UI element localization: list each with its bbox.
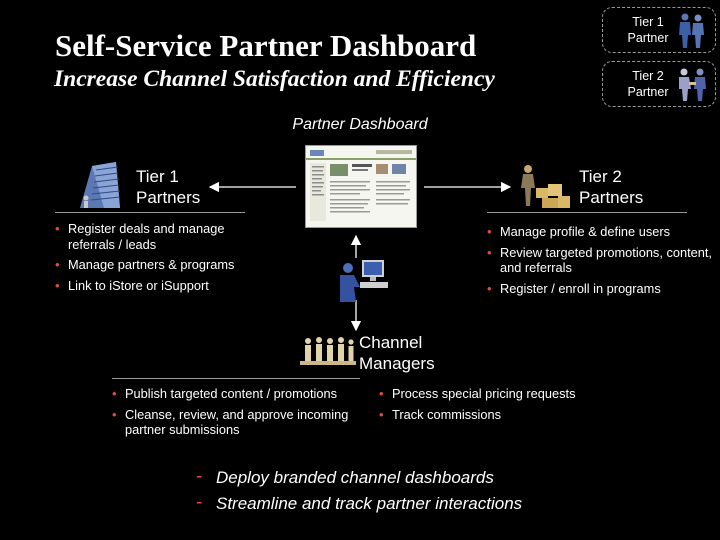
channel-divider [112, 378, 360, 379]
tier2-partners-label: Tier 2 Partners [579, 166, 643, 208]
list-item: Process special pricing requests [379, 386, 619, 402]
list-item: Publish targeted content / promotions [112, 386, 372, 402]
list-item: Cleanse, review, and approve incoming pa… [112, 407, 372, 438]
legend-tier2-line2: Partner [627, 85, 669, 99]
list-item: Streamline and track partner interaction… [196, 490, 616, 517]
tier1-line2: Partners [136, 188, 201, 207]
computer-user-icon [340, 260, 388, 302]
tier1-partners-label: Tier 1 Partners [136, 166, 200, 208]
legend-tier1-line2: Partner [627, 31, 669, 45]
list-item: Register deals and manage referrals / le… [55, 221, 270, 252]
tier2-bullet-list: Manage profile & define users Review tar… [487, 224, 712, 301]
list-item: Manage partners & programs [55, 257, 270, 273]
list-item: Register / enroll in programs [487, 281, 712, 297]
office-building-icon [80, 162, 121, 208]
list-item: Track commissions [379, 407, 619, 423]
partner-dashboard-label: Partner Dashboard [292, 116, 428, 133]
list-item: Link to iStore or iSupport [55, 278, 270, 294]
dashboard-preview-image [306, 146, 416, 227]
tier2-line1: Tier 2 [579, 167, 622, 186]
channel-bullet-list-left: Publish targeted content / promotions Cl… [112, 386, 372, 443]
team-people-icon [300, 337, 356, 365]
list-item: Review targeted promotions, content, and… [487, 245, 712, 276]
business-people-icon [679, 13, 704, 48]
dashboard-thumbnail [305, 145, 417, 228]
tier1-divider [55, 212, 245, 213]
legend-tier1-partner: Tier 1 Partner [602, 7, 716, 53]
list-item: Deploy branded channel dashboards [196, 464, 616, 491]
tier2-line2: Partners [579, 188, 644, 207]
channel-line1: Channel [359, 333, 423, 352]
list-item: Manage profile & define users [487, 224, 712, 240]
legend-tier2-partner: Tier 2 Partner [602, 61, 716, 107]
warehouse-worker-icon [521, 165, 570, 208]
tier1-line1: Tier 1 [136, 167, 179, 186]
page-subtitle: Increase Channel Satisfaction and Effici… [54, 66, 495, 92]
footer-list: Deploy branded channel dashboards Stream… [196, 464, 616, 517]
channel-managers-label: Channel Managers [359, 332, 435, 374]
legend-tier2-line1: Tier 2 [632, 69, 664, 83]
legend-tier1-line1: Tier 1 [632, 15, 664, 29]
handshake-people-icon [679, 68, 706, 101]
tier2-divider [487, 212, 687, 213]
tier1-bullet-list: Register deals and manage referrals / le… [55, 221, 270, 298]
channel-line2: Managers [359, 354, 435, 373]
channel-bullet-list-right: Process special pricing requests Track c… [379, 386, 619, 427]
page-title: Self-Service Partner Dashboard [55, 28, 477, 63]
